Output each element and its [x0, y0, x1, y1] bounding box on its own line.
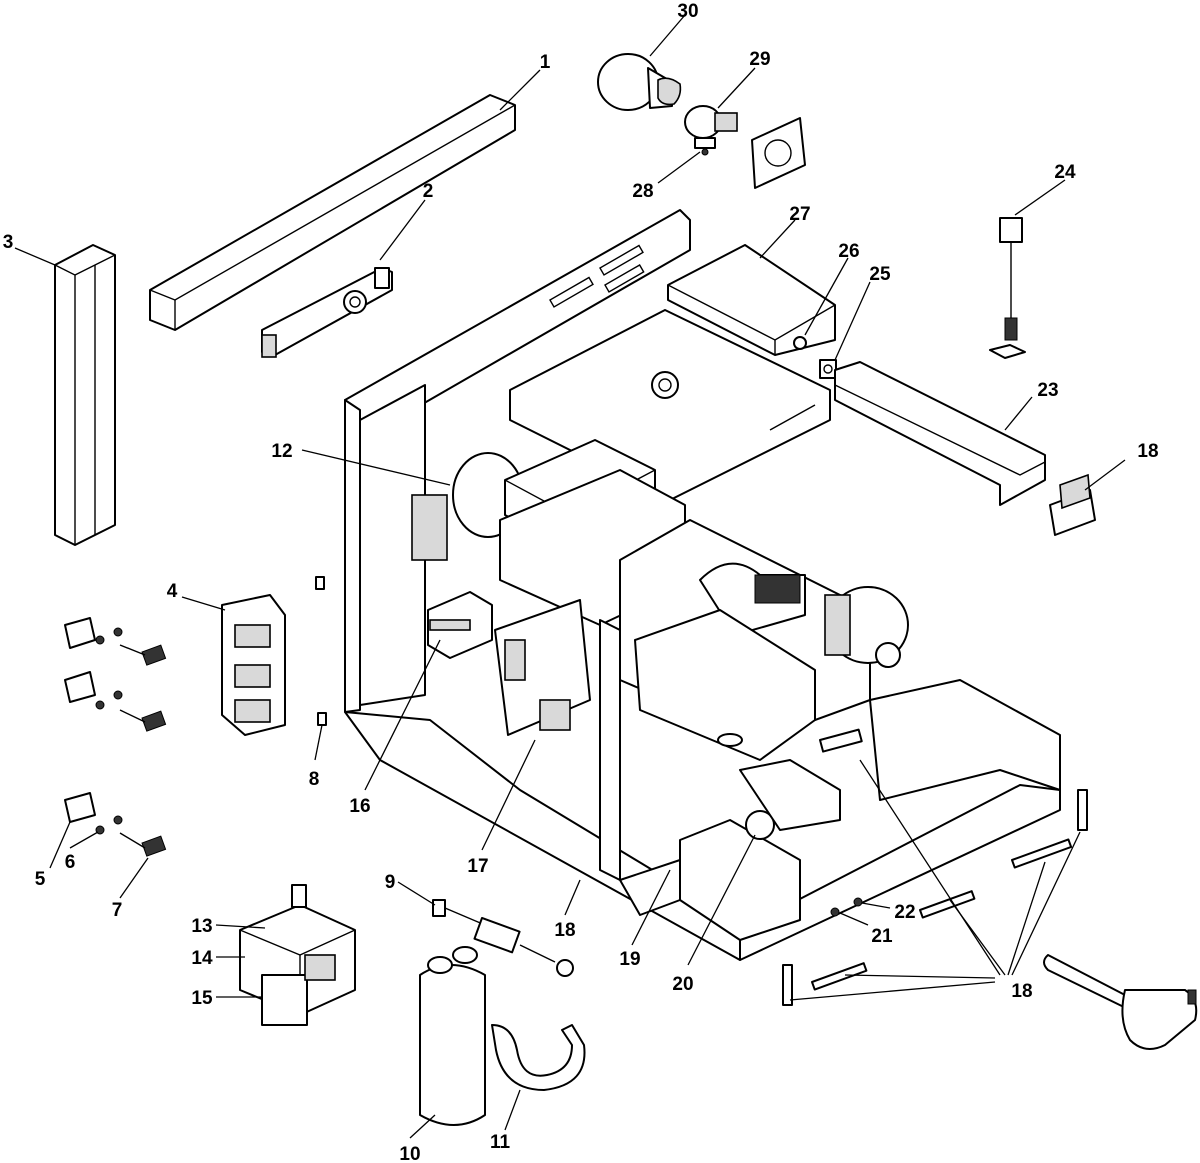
callout-30: 30	[677, 1, 698, 22]
callout-23: 23	[1037, 380, 1058, 401]
part-17-control-board	[494, 599, 591, 736]
part-4-interlock-bracket	[221, 594, 286, 736]
part-10-hv-capacitor	[419, 946, 486, 1126]
part-21-screw	[830, 907, 840, 917]
part-30-lamp-bulb	[597, 53, 682, 111]
callout-21: 21	[871, 926, 893, 947]
callout-labels: 1 2 3 4 5 6 7 8 9 10 11 12 13 14 15 16 1…	[3, 1, 1159, 1163]
callout-17: 17	[467, 856, 488, 877]
callout-12: 12	[271, 441, 292, 462]
lamp-bracket-plate	[751, 117, 806, 189]
callout-8: 8	[309, 769, 320, 790]
blower-fan	[634, 562, 816, 761]
part-2-switch-bracket	[261, 267, 393, 358]
callout-26: 26	[838, 241, 859, 262]
part-29-lamp-socket	[684, 105, 738, 156]
callout-9: 9	[385, 872, 396, 893]
callout-18-right: 18	[1137, 441, 1158, 462]
callout-14: 14	[191, 948, 213, 969]
part-19-base-plate	[619, 859, 681, 916]
callout-5: 5	[35, 869, 46, 890]
part-23-cross-brace	[834, 361, 1046, 506]
callout-18-strips: 18	[1011, 981, 1032, 1002]
callout-16: 16	[349, 796, 370, 817]
callout-24: 24	[1054, 162, 1076, 183]
callout-15: 15	[191, 988, 213, 1009]
callout-22: 22	[894, 902, 915, 923]
callout-28: 28	[632, 181, 653, 202]
part-9-hv-diode	[432, 899, 574, 977]
part-16-relay-block	[427, 591, 493, 659]
callout-13: 13	[191, 916, 212, 937]
callout-29: 29	[749, 49, 770, 70]
damper-motor	[824, 586, 909, 668]
callout-1: 1	[540, 52, 551, 73]
callout-6: 6	[65, 852, 76, 873]
leader-lines	[14, 14, 1126, 1139]
part-14-magnetron	[239, 884, 356, 1026]
part-8-clip-lower	[317, 712, 327, 726]
callout-3: 3	[3, 232, 14, 253]
interlock-switch-set-1	[64, 617, 167, 666]
callout-25: 25	[869, 264, 891, 285]
callout-4: 4	[167, 581, 178, 602]
callout-27: 27	[789, 204, 810, 225]
part-1-top-trim	[149, 94, 516, 331]
part-24-cord-lead	[989, 217, 1026, 359]
part-22-screw	[853, 897, 863, 907]
part-8-clip-upper	[315, 576, 325, 590]
part-25-thermal-cutout	[819, 359, 837, 379]
part-11-capacitor-clamp	[491, 1024, 586, 1091]
callout-10: 10	[399, 1144, 420, 1163]
callout-2: 2	[423, 181, 434, 202]
callout-18-lower-center: 18	[554, 920, 575, 941]
interlock-switch-set-3	[64, 792, 167, 857]
part-3-side-trim	[54, 244, 116, 546]
part-18-clip-bracket	[1049, 473, 1096, 536]
part-18-strips	[782, 728, 1088, 1006]
part-20-hv-transformer	[679, 759, 841, 941]
callout-7: 7	[112, 900, 123, 921]
power-cord-plug	[1043, 954, 1198, 1050]
callout-19: 19	[619, 949, 640, 970]
callout-11: 11	[490, 1132, 511, 1153]
part-26-grommet	[793, 336, 807, 350]
interlock-switch-set-2	[64, 671, 167, 732]
callout-20: 20	[672, 974, 693, 995]
